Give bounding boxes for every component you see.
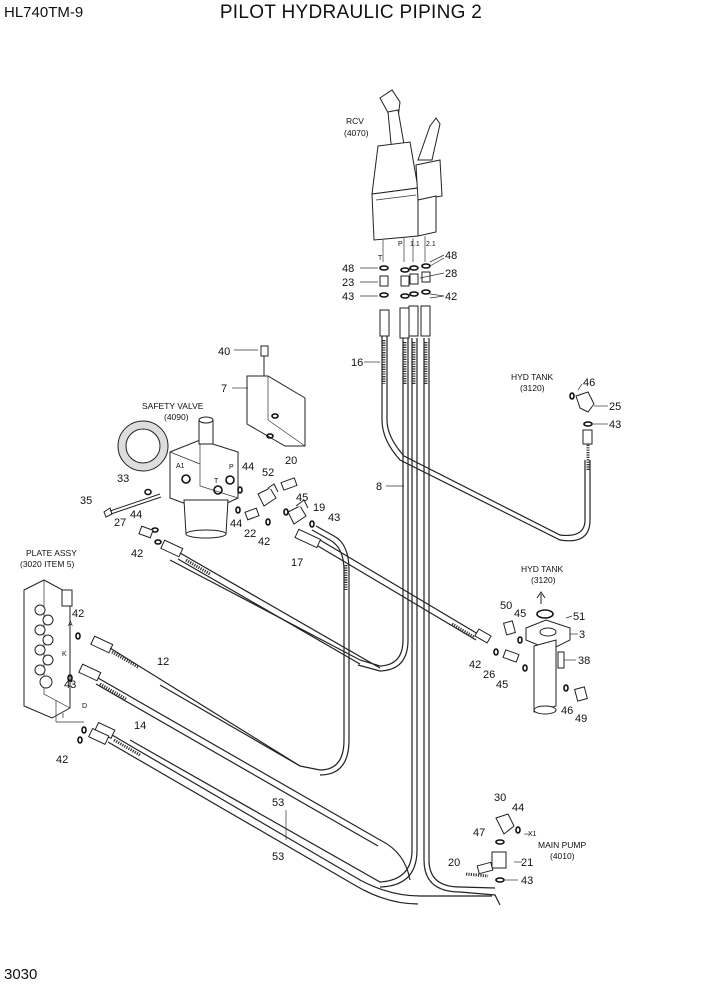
hose-8 xyxy=(129,305,501,906)
hose-16 xyxy=(379,309,593,542)
port-2-1: 2.1 xyxy=(426,241,436,248)
callout: 3 xyxy=(579,629,585,641)
callout: 22 xyxy=(244,528,256,540)
callout: 43 xyxy=(521,875,533,887)
callout: 46 xyxy=(561,705,573,717)
port-k: K xyxy=(62,651,67,658)
callout: 26 xyxy=(483,669,495,681)
plate-assy xyxy=(23,579,87,744)
callout: 47 xyxy=(473,827,485,839)
bracket-7 xyxy=(232,345,306,447)
port-p: P xyxy=(398,241,403,248)
rcv-joystick xyxy=(371,89,443,262)
callout: 42 xyxy=(258,536,270,548)
callout: 33 xyxy=(117,473,129,485)
hose-12 xyxy=(160,539,381,669)
hyd-tank-upper-ref: (3120) xyxy=(520,383,545,393)
callout: 8 xyxy=(376,481,382,493)
port-d: D xyxy=(82,703,87,710)
hose-14 xyxy=(78,635,411,881)
callout: 20 xyxy=(448,857,460,869)
callout: 44 xyxy=(242,461,254,473)
callout: 7 xyxy=(221,383,227,395)
rcv-ref: (4070) xyxy=(344,128,369,138)
callout: 35 xyxy=(80,495,92,507)
rcv-fittings xyxy=(379,263,431,299)
callout: 45 xyxy=(514,608,526,620)
port-x1: X1 xyxy=(528,831,537,838)
hose-19 xyxy=(159,525,350,776)
hyd-tank-elbow-25 xyxy=(569,391,595,427)
callout: 44 xyxy=(230,518,242,530)
page-number: 3030 xyxy=(4,966,38,983)
safety-valve xyxy=(117,416,239,539)
hyd-tank-upper-label: HYD TANK xyxy=(511,372,554,382)
callout: 51 xyxy=(573,611,585,623)
callout: 14 xyxy=(134,720,146,732)
callout: 44 xyxy=(130,509,142,521)
page-title: PILOT HYDRAULIC PIPING 2 xyxy=(219,2,483,23)
callout: 50 xyxy=(500,600,512,612)
callout: 19 xyxy=(313,502,325,514)
callout: 43 xyxy=(64,679,76,691)
port-t: T xyxy=(378,255,383,262)
rcv-label: RCV xyxy=(346,116,364,126)
safety-valve-ref: (4090) xyxy=(164,412,189,422)
callout: 21 xyxy=(521,857,533,869)
port-a1: A1 xyxy=(176,463,185,470)
callout: 49 xyxy=(575,713,587,725)
main-pump-label: MAIN PUMP xyxy=(538,840,587,850)
callout: 16 xyxy=(351,357,363,369)
callout: 40 xyxy=(218,346,230,358)
callout: 44 xyxy=(512,802,524,814)
port-1-1: 1.1 xyxy=(410,241,420,248)
callout: 42 xyxy=(56,754,68,766)
callout: 42 xyxy=(445,291,457,303)
plate-assy-label: PLATE ASSY xyxy=(26,548,77,558)
callout: 53 xyxy=(272,797,284,809)
callout: 12 xyxy=(157,656,169,668)
callout: 52 xyxy=(262,467,274,479)
hyd-tank-lower-label: HYD TANK xyxy=(521,564,564,574)
callout: 43 xyxy=(342,291,354,303)
safety-valve-label: SAFETY VALVE xyxy=(142,401,204,411)
callout: 20 xyxy=(285,455,297,467)
callout: 48 xyxy=(342,263,354,275)
callout: 23 xyxy=(342,277,354,289)
callout: 28 xyxy=(445,268,457,280)
callout: 25 xyxy=(609,401,621,413)
port-sv-t: T xyxy=(214,478,219,485)
hyd-tank-lower-ref: (3120) xyxy=(531,575,556,585)
port-a: A xyxy=(68,621,73,628)
model-code: HL740TM-9 xyxy=(4,4,84,21)
callout: 17 xyxy=(291,557,303,569)
callout: 43 xyxy=(328,512,340,524)
callout: 42 xyxy=(131,548,143,560)
sv-fittings xyxy=(138,477,315,545)
bolt-35 xyxy=(103,488,162,518)
callout: 46 xyxy=(583,377,595,389)
port-sv-p: P xyxy=(229,464,234,471)
hose-53 xyxy=(88,721,492,905)
callout: 27 xyxy=(114,517,126,529)
callout-numbers: 48 23 43 48 28 42 40 7 16 46 25 43 33 35… xyxy=(56,250,621,887)
callout: 45 xyxy=(496,679,508,691)
callout: 53 xyxy=(272,851,284,863)
main-pump-fittings xyxy=(476,813,530,883)
port-i: I xyxy=(62,713,64,720)
callout: 43 xyxy=(609,419,621,431)
main-pump-ref: (4010) xyxy=(550,851,575,861)
callout: 42 xyxy=(469,659,481,671)
callout: 30 xyxy=(494,792,506,804)
callout: 42 xyxy=(72,608,84,620)
hose-17 xyxy=(294,528,492,644)
callout: 48 xyxy=(445,250,457,262)
hyd-tank-block-3 xyxy=(493,591,588,715)
leader-lines xyxy=(285,254,608,881)
callout: 45 xyxy=(296,492,308,504)
plate-assy-ref: (3020 ITEM 5) xyxy=(20,559,74,569)
callout: 38 xyxy=(578,655,590,667)
